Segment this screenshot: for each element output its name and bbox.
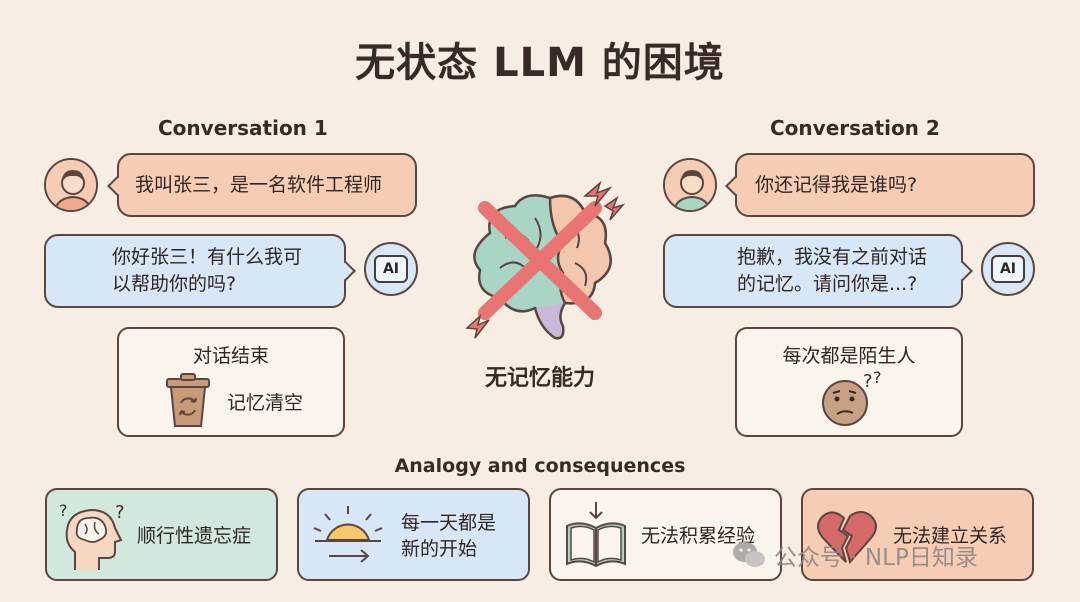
ai-chip-icon: AI — [991, 255, 1025, 283]
analogy-card-no-relationship: 无法建立关系 — [801, 488, 1034, 581]
analogy-text-line-1: 无法建立关系 — [893, 525, 1008, 547]
svg-text:?: ? — [863, 371, 873, 392]
analogy-card-amnesia: ? ? 顺行性遗忘症 — [45, 488, 278, 581]
end-card-title: 对话结束 — [192, 345, 269, 367]
bubble-tail — [107, 176, 127, 196]
ai-message-line-1: 抱歉，我没有之前对话 — [737, 246, 928, 268]
broken-heart-icon — [817, 511, 877, 565]
no-memory-label: 无记忆能力 — [484, 366, 595, 391]
ai-badge-text: AI — [999, 261, 1017, 277]
watermark-text: 公众号 · NLP日知录 — [774, 545, 978, 571]
ai-avatar-right: AI — [981, 242, 1035, 296]
svg-text:?: ? — [59, 501, 68, 520]
svg-text:?: ? — [115, 502, 125, 523]
person-icon — [46, 160, 96, 210]
conversation-2-label: Conversation 2 — [770, 116, 940, 140]
analogy-card-no-experience: 无法积累经验 — [549, 488, 782, 581]
ai-message-line-2: 以帮助你的吗? — [112, 273, 237, 295]
user-message-bubble-left: 我叫张三，是一名软件工程师 — [107, 153, 417, 217]
conversation-1-label: Conversation 1 — [158, 116, 328, 140]
ai-avatar-left: AI — [364, 242, 418, 296]
trash-bin-icon — [166, 373, 210, 427]
bubble-tail — [725, 176, 745, 196]
analogy-card-new-day: 每一天都是 新的开始 — [297, 488, 530, 581]
sunrise-icon — [313, 506, 383, 563]
analogy-text-line-1: 无法积累经验 — [641, 525, 756, 547]
user-message-text: 我叫张三，是一名软件工程师 — [135, 173, 383, 196]
bubble-tail — [336, 261, 356, 281]
end-card-text: 记忆清空 — [227, 392, 304, 414]
wechat-icon — [733, 542, 765, 567]
conversation-end-card: 对话结束 记忆清空 — [117, 327, 345, 437]
page-title: 无状态 LLM 的困境 — [355, 40, 725, 86]
ai-chip-icon: AI — [374, 255, 408, 283]
user-avatar-left — [44, 158, 98, 212]
ai-message-line-2: 的记忆。请问你是...? — [737, 273, 918, 295]
analogy-text-line-2: 新的开始 — [401, 538, 478, 560]
user-message-bubble-right: 你还记得我是谁吗? — [725, 153, 1035, 217]
brain-question-icon: ? ? — [59, 501, 125, 570]
analogy-text-line-1: 顺行性遗忘症 — [137, 525, 252, 547]
stranger-card: 每次都是陌生人 ? ? — [735, 327, 963, 437]
user-message-text: 你还记得我是谁吗? — [755, 173, 918, 196]
stranger-card-title: 每次都是陌生人 — [782, 345, 916, 367]
crossed-brain-icon — [465, 180, 626, 340]
book-icon — [566, 502, 626, 568]
user-avatar-right — [663, 158, 717, 212]
confused-face-icon: ? ? — [822, 369, 882, 426]
ai-message-line-1: 你好张三！有什么我可 — [112, 246, 303, 268]
ai-badge-text: AI — [382, 261, 400, 277]
analogy-text-line-1: 每一天都是 — [401, 512, 497, 534]
ai-message-bubble-left: 你好张三！有什么我可 以帮助你的吗? — [44, 234, 356, 308]
person-icon — [665, 160, 715, 210]
svg-text:?: ? — [873, 369, 882, 387]
watermark: 公众号 · NLP日知录 — [732, 538, 978, 572]
bubble-tail — [953, 261, 973, 281]
ai-message-bubble-right: 抱歉，我没有之前对话 的记忆。请问你是...? — [663, 234, 973, 308]
analogy-section-label: Analogy and consequences — [394, 455, 686, 477]
